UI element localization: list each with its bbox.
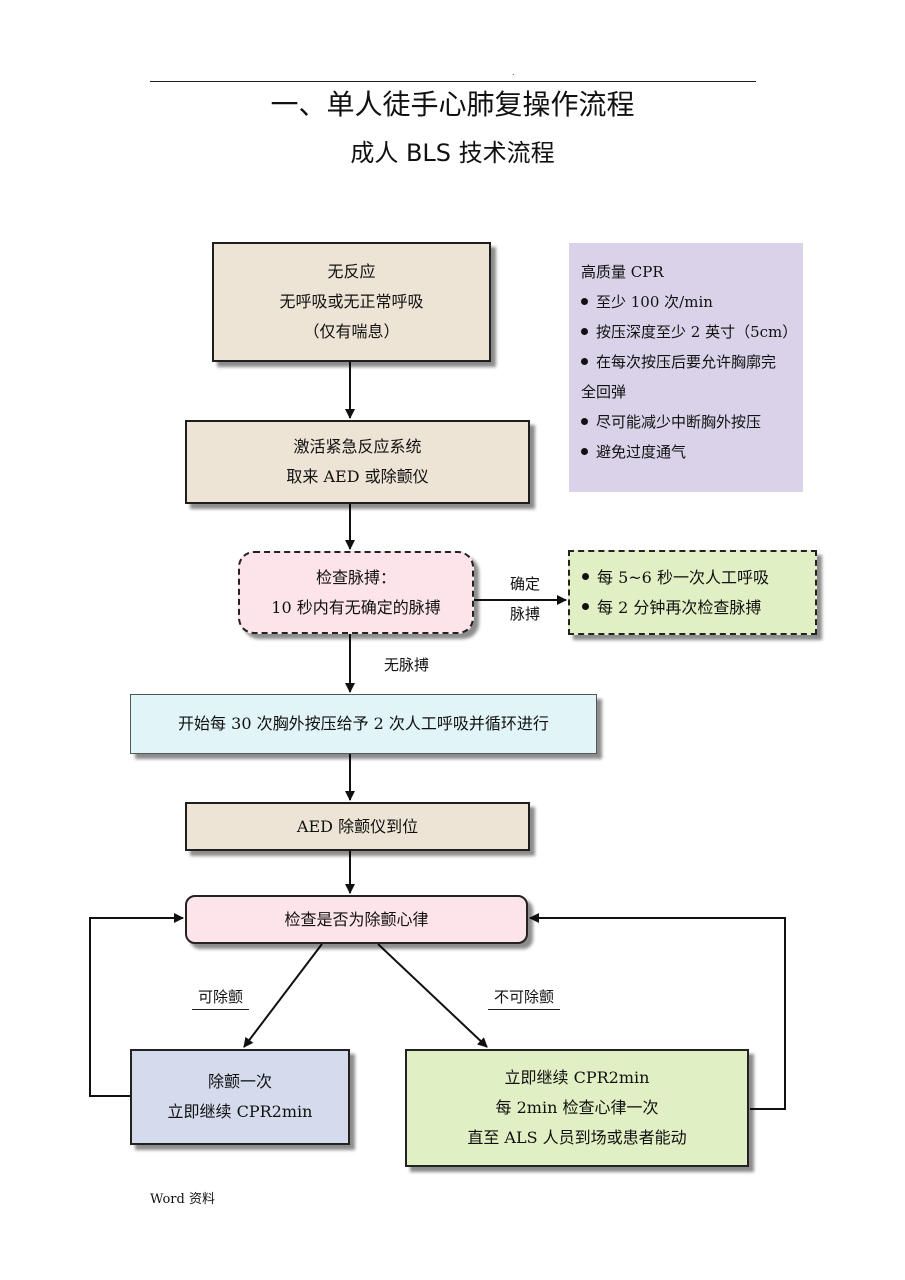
shockable-label: 可除颤 bbox=[192, 986, 250, 1010]
pulse-confirmed-label: 确定 脉搏 bbox=[510, 575, 541, 623]
arrow-rhythm-to-shock bbox=[243, 943, 323, 1048]
shock-line2: 立即继续 CPR2min bbox=[167, 1102, 313, 1121]
shock-line1: 除颤一次 bbox=[207, 1072, 272, 1091]
shock-box: 除颤一次 立即继续 CPR2min bbox=[130, 1049, 350, 1145]
arrow-rhythm-to-nonshock bbox=[377, 943, 488, 1048]
check-pulse-line2: 10 秒内有无确定的脉搏 bbox=[271, 597, 441, 617]
footer-text: Word 资料 bbox=[150, 1192, 215, 1207]
check-rhythm-box: 检查是否为除颤心律 bbox=[185, 895, 528, 944]
non-shockable-label: 不可除颤 bbox=[488, 986, 561, 1010]
check-pulse-line1: 检查脉搏： bbox=[315, 567, 396, 587]
activate-emergency-box: 激活紧急反应系统 取来 AED 或除颤仪 bbox=[185, 420, 530, 504]
quality-cpr-item: 至少 100 次/min bbox=[581, 287, 793, 317]
non-shock-line1: 立即继续 CPR2min bbox=[504, 1068, 650, 1087]
cpr-cycle-box: 开始每 30 次胸外按压给予 2 次人工呼吸并循环进行 bbox=[130, 694, 597, 754]
header-rule bbox=[150, 81, 756, 82]
page-subtitle: 成人 BLS 技术流程 bbox=[350, 139, 555, 167]
quality-cpr-item: 避免过度通气 bbox=[581, 437, 793, 467]
quality-cpr-item: 尽可能减少中断胸外按压 bbox=[581, 407, 793, 437]
no-response-line2: 无呼吸或无正常呼吸 bbox=[279, 292, 424, 311]
bullet-icon bbox=[582, 602, 589, 610]
no-response-box: 无反应 无呼吸或无正常呼吸 （仅有喘息） bbox=[212, 242, 491, 362]
pulse-present-actions-box: 每 5~6 秒一次人工呼吸 每 2 分钟再次检查脉搏 bbox=[568, 550, 817, 635]
aed-arrive-text: AED 除颤仪到位 bbox=[296, 816, 419, 836]
no-response-line3: （仅有喘息） bbox=[303, 322, 400, 341]
non-shock-line2: 每 2min 检查心律一次 bbox=[495, 1098, 659, 1117]
bullet-icon bbox=[581, 447, 588, 455]
bullet-icon bbox=[581, 357, 588, 365]
no-response-line1: 无反应 bbox=[327, 262, 376, 281]
quality-cpr-item: 在每次按压后要允许胸廓完 bbox=[581, 347, 793, 377]
aed-arrive-box: AED 除颤仪到位 bbox=[185, 802, 530, 851]
bullet-icon bbox=[581, 297, 588, 305]
header-dot: . bbox=[512, 68, 515, 77]
non-shock-box: 立即继续 CPR2min 每 2min 检查心律一次 直至 ALS 人员到场或患… bbox=[405, 1049, 749, 1167]
check-pulse-box: 检查脉搏： 10 秒内有无确定的脉搏 bbox=[238, 551, 474, 634]
quality-cpr-panel: 高质量 CPR 至少 100 次/min 按压深度至少 2 英寸（5cm） 在每… bbox=[569, 243, 803, 492]
quality-cpr-title: 高质量 CPR bbox=[581, 263, 664, 281]
non-shock-line3: 直至 ALS 人员到场或患者能动 bbox=[467, 1128, 687, 1147]
bullet-icon bbox=[581, 327, 588, 335]
page-title: 一、单人徒手心肺复操作流程 bbox=[270, 88, 635, 121]
pulse-action-item: 每 5~6 秒一次人工呼吸 bbox=[582, 563, 769, 593]
loop-shock-to-rhythm bbox=[89, 913, 184, 1097]
quality-cpr-item: 按压深度至少 2 英寸（5cm） bbox=[581, 317, 797, 347]
pulse-action-item: 每 2 分钟再次检查脉搏 bbox=[582, 593, 761, 623]
quality-cpr-item-continuation: 全回弹 bbox=[581, 383, 627, 401]
check-rhythm-text: 检查是否为除颤心律 bbox=[284, 909, 429, 929]
loop-nonshock-to-rhythm bbox=[529, 913, 786, 1110]
bullet-icon bbox=[581, 417, 588, 425]
activate-line2: 取来 AED 或除颤仪 bbox=[286, 467, 429, 486]
bullet-icon bbox=[582, 572, 589, 580]
activate-line1: 激活紧急反应系统 bbox=[293, 437, 422, 456]
no-pulse-label: 无脉搏 bbox=[384, 656, 430, 674]
cpr-cycle-text: 开始每 30 次胸外按压给予 2 次人工呼吸并循环进行 bbox=[178, 714, 549, 733]
